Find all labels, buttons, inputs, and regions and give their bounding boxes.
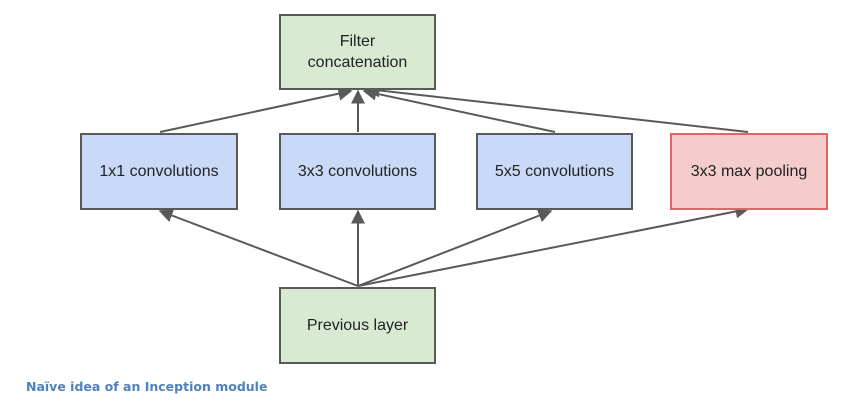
max-pooling-node: 3x3 max pooling xyxy=(670,133,828,210)
conv-3x3-node: 3x3 convolutions xyxy=(279,133,436,210)
edge-prev-to-conv1 xyxy=(158,208,359,287)
conv-1x1-node: 1x1 convolutions xyxy=(80,133,238,210)
previous-layer-node: Previous layer xyxy=(279,287,436,364)
filter-concatenation-label: Filter concatenation xyxy=(307,33,408,71)
edge-prev-to-pool xyxy=(357,204,750,287)
edge-pool-to-concat xyxy=(365,83,749,133)
edge-prev-to-conv5 xyxy=(357,209,553,287)
previous-layer-label: Previous layer xyxy=(306,317,409,334)
filter-concatenation-node: Filter concatenation xyxy=(279,14,436,90)
conv-5x5-label: 5x5 convolutions xyxy=(494,163,615,180)
max-pooling-label: 3x3 max pooling xyxy=(690,163,808,180)
edge-conv1-to-concat xyxy=(159,86,353,133)
conv-5x5-node: 5x5 convolutions xyxy=(476,133,633,210)
conv-1x1-label: 1x1 convolutions xyxy=(99,163,219,180)
conv-3x3-label: 3x3 convolutions xyxy=(297,163,418,180)
figure-caption: Naïve idea of an Inception module xyxy=(26,379,268,394)
edge-conv5-to-concat xyxy=(362,86,556,133)
